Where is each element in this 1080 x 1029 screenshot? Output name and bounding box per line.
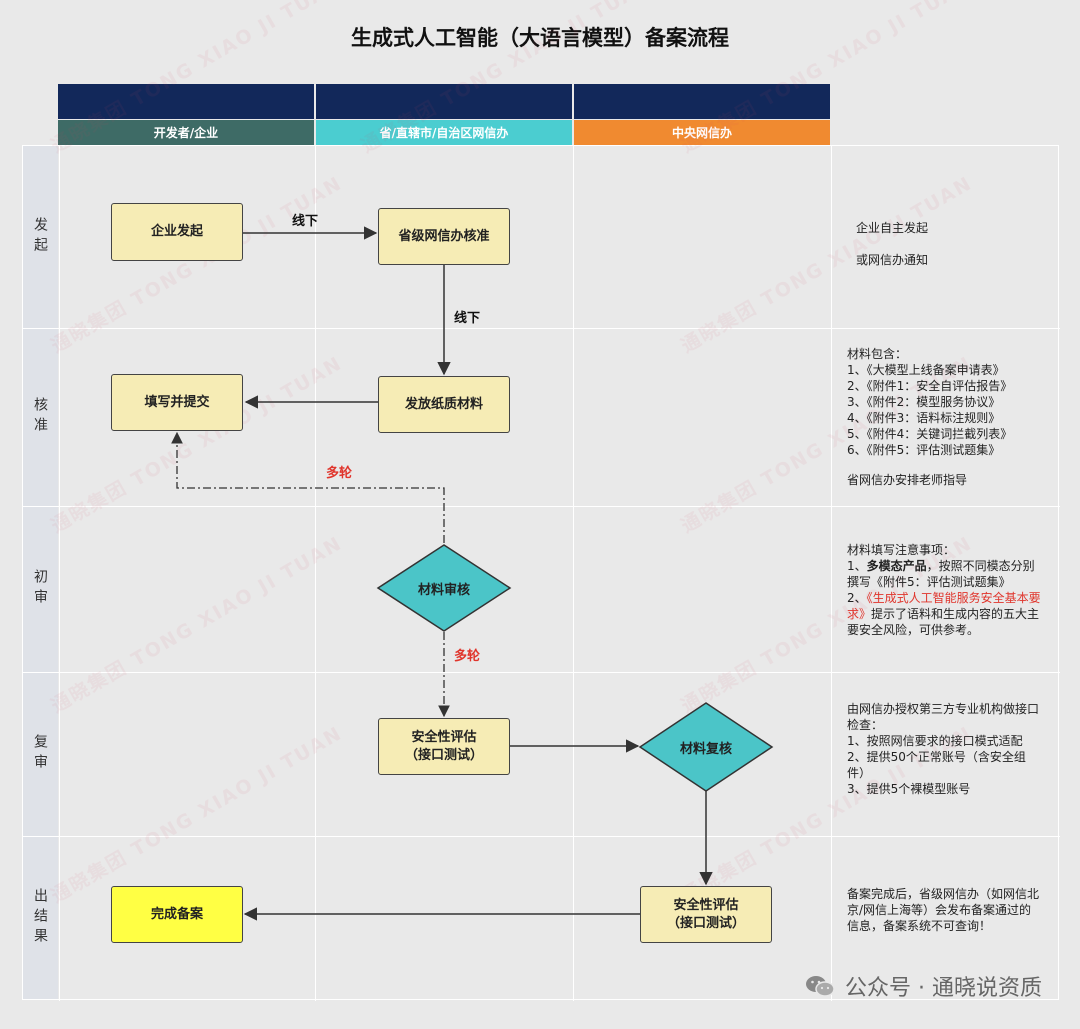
edge-review-loop — [171, 431, 445, 543]
stage-result: 出结果 — [32, 888, 48, 948]
note-initiate: 企业自主发起 或网信办通知 — [856, 221, 929, 267]
stage-initiate: 发起 — [32, 217, 48, 257]
lane-header-bar-developer — [58, 84, 314, 119]
node-issue-materials: 发放纸质材料 — [378, 376, 510, 433]
stage-first-review: 初审 — [32, 569, 48, 609]
node-security-eval-1: 安全性评估 （接口测试） — [378, 718, 510, 775]
note-result: 备案完成后，省级网信办（如网信北京/网信上海等）会发布备案通过的信息，备案系统不… — [847, 887, 1040, 933]
node-complete: 完成备案 — [111, 886, 243, 943]
node-material-recheck-label: 材料复核 — [679, 741, 732, 757]
note-first-review: 材料填写注意事项： 1、多模态产品，按照不同模态分别撰写《附件5：评估测试题集》… — [847, 543, 1041, 637]
node-material-review-label: 材料审核 — [417, 582, 470, 598]
stage-approve: 核准 — [32, 397, 48, 437]
edge-label-multi-round: 多轮 — [454, 649, 481, 664]
wechat-icon — [806, 976, 835, 997]
lane-header-bar-provincial — [316, 84, 572, 119]
edge-label-multi-round: 多轮 — [326, 466, 353, 481]
lane-central: 中央网信办 — [574, 120, 830, 145]
diagram-title: 生成式人工智能（大语言模型）备案流程 — [351, 26, 729, 50]
stage-second-review: 复审 — [32, 734, 48, 774]
node-start: 企业发起 — [111, 203, 243, 261]
stage-column — [22, 146, 58, 1000]
footer-text: 公众号 · 通晓说资质 — [845, 976, 1042, 1001]
lane-developer: 开发者/企业 — [58, 120, 314, 145]
edge-label-offline: 线下 — [454, 311, 481, 326]
node-fill-submit: 填写并提交 — [111, 374, 243, 431]
diamond-material-review — [376, 544, 512, 632]
note-approve: 材料包含： 1、《大模型上线备案申请表》 2、《附件1：安全自评估报告》 3、《… — [847, 347, 1013, 487]
edge-label-offline: 线下 — [292, 214, 319, 229]
footer: 公众号 · 通晓说资质 — [805, 970, 1042, 1002]
node-security-eval-2: 安全性评估 （接口测试） — [640, 886, 772, 943]
diamond-material-recheck — [638, 702, 774, 792]
note-second-review: 由网信办授权第三方专业机构做接口检查： 1、按照网信要求的接口模式适配 2、提供… — [847, 702, 1040, 796]
swimlane-grid — [22, 145, 1060, 1001]
lane-header-bar-central — [574, 84, 830, 119]
node-provincial-approval: 省级网信办核准 — [378, 208, 510, 265]
lane-provincial: 省/直辖市/自治区网信办 — [316, 120, 572, 145]
